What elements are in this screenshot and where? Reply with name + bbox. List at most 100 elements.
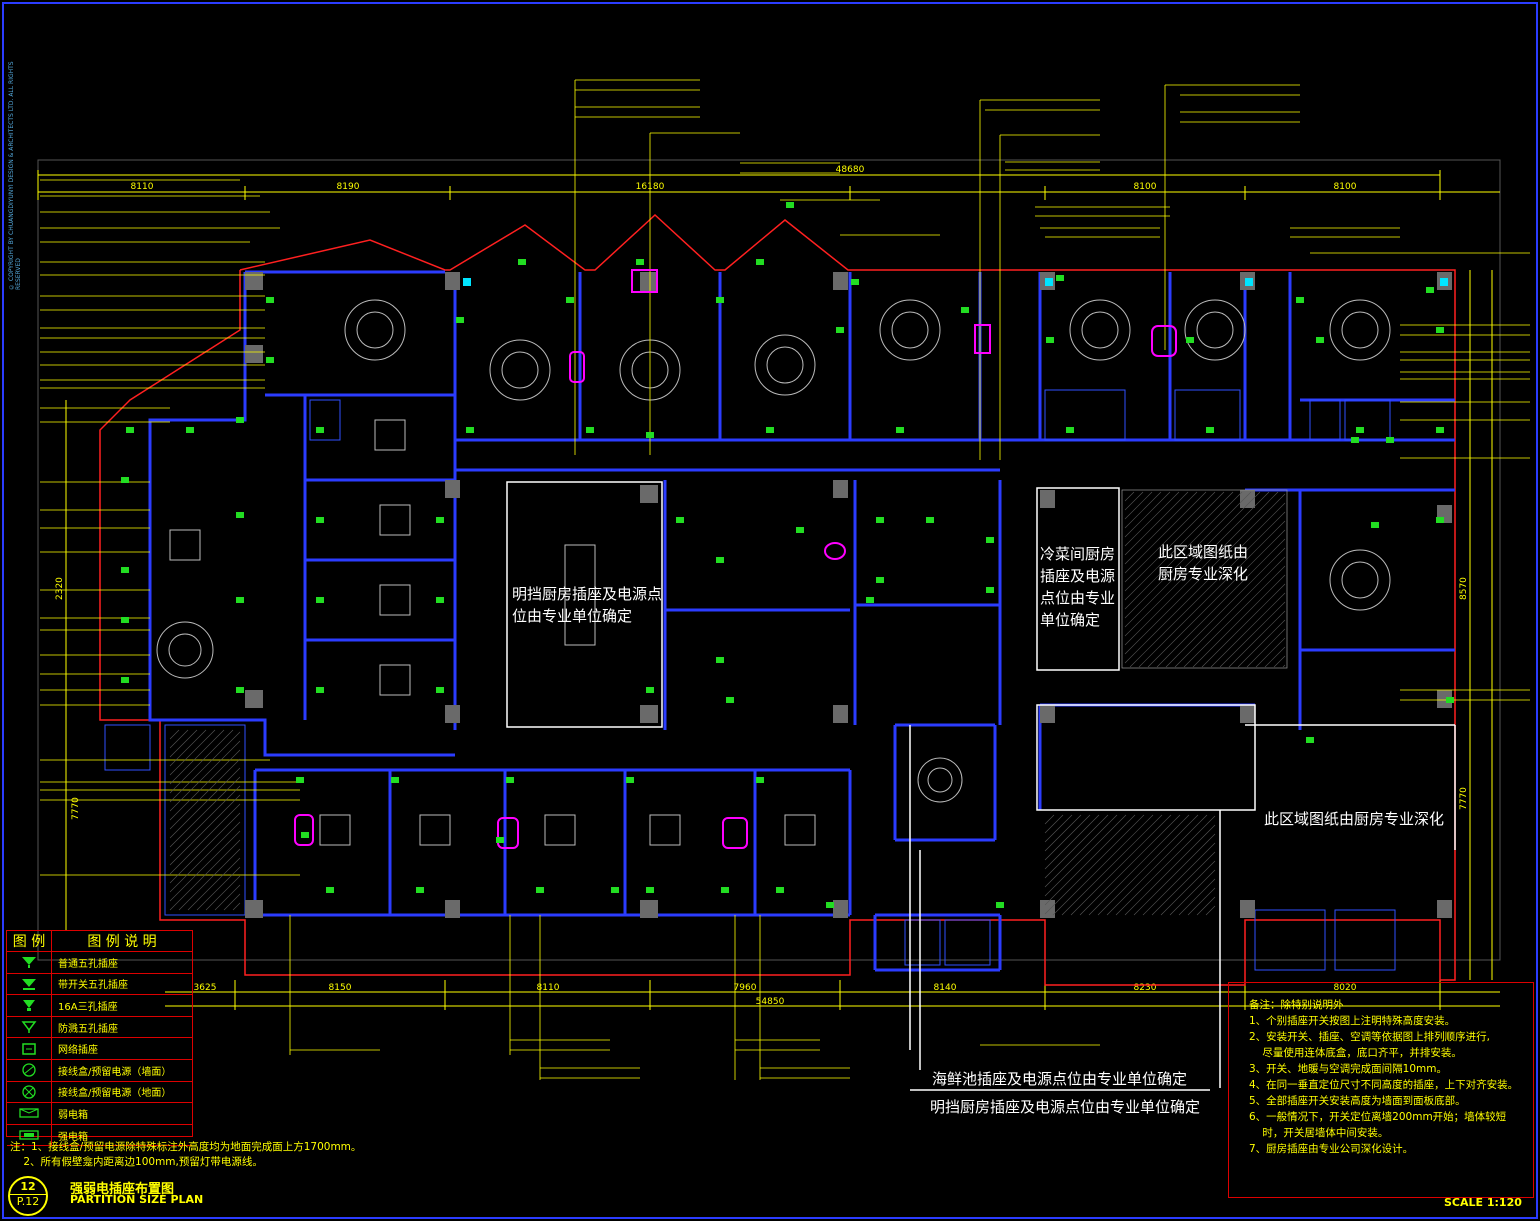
- hatch-line: [205, 875, 241, 911]
- hatch-line: [169, 812, 241, 884]
- socket-marker: [236, 512, 244, 518]
- hatch-line: [1178, 878, 1216, 916]
- remark-item: 2、安装开关、插座、空调等依据图上排列顺序进行,: [1249, 1031, 1491, 1043]
- hatch-line: [1044, 814, 1109, 879]
- dim-top-seg-1: 8190: [337, 182, 360, 192]
- socket-marker: [996, 902, 1004, 908]
- hatch-line: [169, 839, 241, 911]
- socket-marker: [716, 657, 724, 663]
- hatch-line: [1106, 814, 1208, 916]
- hatch-line: [169, 767, 241, 839]
- socket-markers: [121, 202, 1454, 908]
- socket-marker: [716, 297, 724, 303]
- socket-marker: [466, 427, 474, 433]
- hatch-line: [1210, 592, 1286, 668]
- hatch-line: [1174, 556, 1286, 668]
- hatch-line: [1044, 814, 1136, 906]
- socket-marker: [316, 427, 324, 433]
- hatch-line: [169, 729, 225, 785]
- socket-marker: [646, 687, 654, 693]
- hatch-line: [1237, 619, 1286, 668]
- note-open-kitchen: 明挡厨房插座及电源点位由专业单位确定: [512, 585, 663, 625]
- hatch-line: [1097, 814, 1199, 916]
- socket-marker: [676, 517, 684, 523]
- hatch-line: [1044, 814, 1082, 852]
- hatch-line: [1044, 814, 1055, 825]
- hatch-line: [1124, 491, 1216, 583]
- socket-marker: [1306, 737, 1314, 743]
- socket-marker: [566, 297, 574, 303]
- hatch-line: [1124, 491, 1198, 565]
- dim-bottom-seg-6: 8020: [1334, 983, 1357, 993]
- hatch-line: [196, 866, 241, 911]
- sheet-page: P.12: [16, 1195, 40, 1208]
- drawing-title: 强弱电插座布置图: [70, 1182, 175, 1197]
- legend-label: 强电箱: [58, 1131, 88, 1143]
- dim-left-2: 7770: [71, 797, 81, 820]
- socket-marker: [296, 777, 304, 783]
- hatch-line: [1115, 815, 1216, 916]
- junction-box-wall-icon: [7, 1059, 52, 1081]
- strong-current-box-icon: [7, 1124, 52, 1146]
- socket-marker: [896, 427, 904, 433]
- socket-marker: [836, 327, 844, 333]
- legend-header-symbol: 图 例: [7, 931, 52, 951]
- hatch-line: [187, 857, 241, 911]
- socket-marker: [518, 259, 526, 265]
- remark-item: 1、个别插座开关按图上注明特殊高度安装。: [1249, 1015, 1456, 1027]
- hatch-line: [1124, 491, 1261, 628]
- hatch-line: [1124, 491, 1162, 529]
- legend-row: 带开关五孔插座: [7, 973, 192, 996]
- hatch-line: [169, 794, 241, 866]
- legend-label: 防溅五孔插座: [58, 1023, 118, 1035]
- socket-marker: [646, 432, 654, 438]
- socket-marker: [436, 517, 444, 523]
- hatch-lines: [169, 491, 1286, 916]
- socket-marker: [1056, 275, 1064, 281]
- socket-marker: [436, 597, 444, 603]
- hatch-line: [1264, 646, 1286, 668]
- hatch-line: [1129, 511, 1286, 668]
- switched-socket-icon: [7, 973, 52, 995]
- remarks-title: 备注：除特别说明外: [1249, 999, 1344, 1011]
- hatch-line: [169, 729, 207, 767]
- hatch-line: [1124, 491, 1270, 637]
- hatch-line: [1124, 491, 1234, 601]
- socket-marker: [316, 517, 324, 523]
- socket-marker: [391, 777, 399, 783]
- hatch-line: [169, 731, 241, 803]
- hatch-line: [1124, 491, 1243, 610]
- socket-marker: [876, 517, 884, 523]
- legend-row: 防溅五孔插座: [7, 1016, 192, 1039]
- socket-marker: [756, 777, 764, 783]
- hatch-line: [178, 848, 241, 911]
- socket-marker: [646, 887, 654, 893]
- hatch-line: [1228, 610, 1286, 668]
- hatch-line: [1124, 493, 1286, 655]
- hatch-line: [1044, 814, 1118, 888]
- top-dimension-chain: [37, 170, 1500, 200]
- socket-marker: [611, 887, 619, 893]
- socket-marker: [456, 317, 464, 323]
- hatch-line: [1124, 491, 1279, 646]
- socket-marker: [1386, 437, 1394, 443]
- copyright-text: © COPYRIGHT BY CHUANGDIYUNYI DESIGN & AR…: [8, 61, 22, 290]
- socket-marker: [1206, 427, 1214, 433]
- hatch-line: [1273, 655, 1286, 668]
- legend-row: 网络插座: [7, 1038, 192, 1060]
- socket-marker: [961, 307, 969, 313]
- socket-marker: [866, 597, 874, 603]
- drawing-subtitle: PARTITION SIZE PLAN: [70, 1193, 204, 1206]
- socket-marker: [121, 677, 129, 683]
- hatch-line: [1151, 851, 1216, 916]
- weak-current-box-icon: [7, 1103, 52, 1124]
- drawing-scale: SCALE 1:120: [1444, 1196, 1522, 1209]
- walls: [148, 270, 1455, 972]
- partitions: [104, 389, 1396, 971]
- socket-marker: [536, 887, 544, 893]
- legend-label: 普通五孔插座: [58, 958, 118, 970]
- socket-marker: [1066, 427, 1074, 433]
- hatch-line: [1138, 520, 1286, 668]
- dim-bottom-seg-1: 8150: [329, 983, 352, 993]
- hatch-line: [1160, 860, 1216, 916]
